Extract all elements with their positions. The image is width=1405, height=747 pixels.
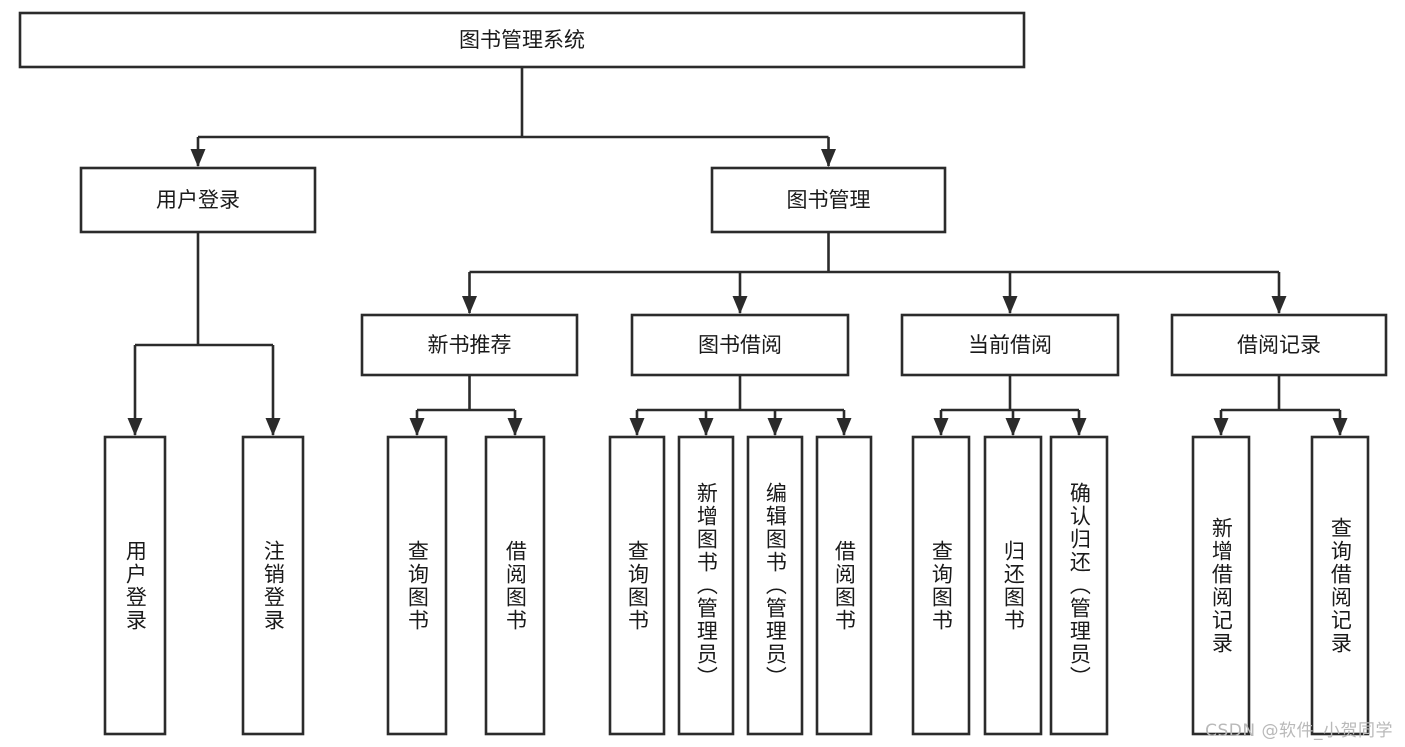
node-box-level3-3[interactable] [1170, 313, 1388, 377]
node-label-level2-0: 用户登录 [156, 188, 240, 212]
arrow-root-to-level2-0 [190, 149, 206, 167]
arrow-leafgroup-to-leaf-3-2 [1071, 418, 1087, 436]
arrow-leafgroup-to-leaf-2-3 [836, 418, 852, 436]
arrow-leafgroup-to-leaf-3-1 [1005, 418, 1021, 436]
arrow-management-to-level3-1 [732, 296, 748, 314]
node-box-leaf-7[interactable] [815, 435, 873, 736]
node-label-level2-1: 图书管理 [787, 188, 871, 212]
arrow-leafgroup-to-leaf-4-1 [1332, 418, 1348, 436]
arrow-leafgroup-to-leaf-1-0 [409, 418, 425, 436]
node-box-leaf-3[interactable] [484, 435, 546, 736]
arrow-leafgroup-to-leaf-4-0 [1213, 418, 1229, 436]
node-box-level3-1[interactable] [630, 313, 850, 377]
node-label-root: 图书管理系统 [459, 28, 585, 52]
arrow-root-to-level2-1 [821, 149, 836, 167]
node-box-leaf-6[interactable] [746, 435, 804, 736]
node-box-leaf-2[interactable] [386, 435, 448, 736]
node-box-level3-0[interactable] [360, 313, 579, 377]
arrow-leafgroup-to-leaf-1-1 [507, 418, 523, 436]
node-label-level3-2: 当前借阅 [968, 333, 1052, 357]
node-label-level3-3: 借阅记录 [1237, 333, 1321, 357]
arrow-leafgroup-to-leaf-3-0 [933, 418, 949, 436]
node-box-level2-1[interactable] [710, 166, 947, 234]
node-box-leaf-4[interactable] [608, 435, 666, 736]
csdn-watermark: CSDN @软件_小贺同学 [1205, 721, 1393, 741]
arrow-leafgroup-to-leaf-2-2 [767, 418, 783, 436]
node-box-leaf-1[interactable] [241, 435, 305, 736]
node-label-level3-0: 新书推荐 [428, 333, 512, 357]
node-box-leaf-12[interactable] [1310, 435, 1370, 736]
arrow-management-to-level3-2 [1002, 296, 1018, 314]
connector-edges-layer [127, 67, 1348, 436]
arrow-leafgroup-to-leaf-2-0 [629, 418, 645, 436]
node-box-leaf-8[interactable] [911, 435, 971, 736]
node-box-level2-0[interactable] [79, 166, 317, 234]
node-box-leaf-9[interactable] [983, 435, 1043, 736]
arrow-leafgroup-to-leaf-0-1 [265, 418, 281, 436]
arrow-management-to-level3-0 [462, 296, 477, 314]
node-boxes-layer [18, 11, 1388, 736]
node-box-leaf-0[interactable] [103, 435, 167, 736]
node-box-leaf-10[interactable] [1049, 435, 1109, 736]
arrow-leafgroup-to-leaf-0-0 [127, 418, 143, 436]
node-box-level3-2[interactable] [900, 313, 1120, 377]
node-label-level3-1: 图书借阅 [698, 333, 782, 357]
arrow-leafgroup-to-leaf-2-1 [698, 418, 714, 436]
node-box-leaf-11[interactable] [1191, 435, 1251, 736]
node-box-leaf-5[interactable] [677, 435, 735, 736]
arrow-management-to-level3-3 [1271, 296, 1287, 314]
node-box-root[interactable] [18, 11, 1026, 69]
